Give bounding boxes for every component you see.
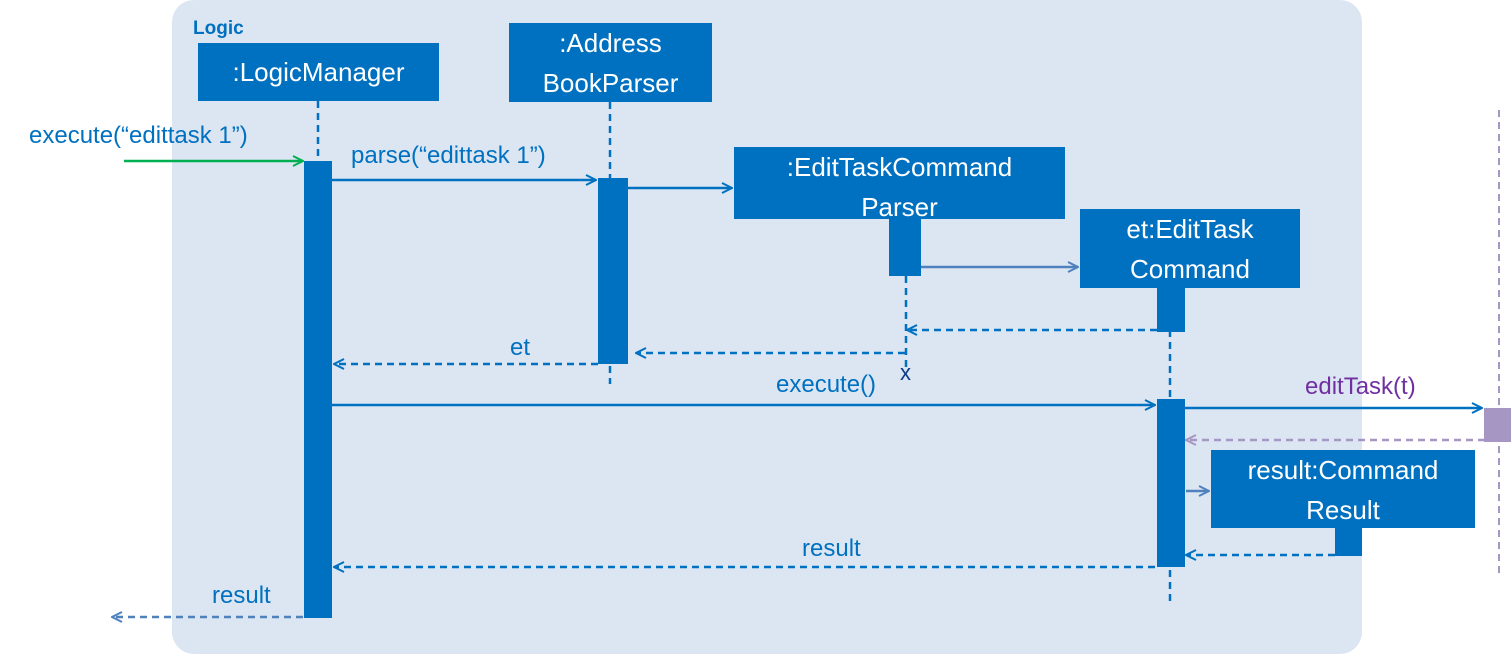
participant-label: et:EditTask [1126,214,1254,244]
message-return-et: et [510,334,531,361]
message-edit-task: editTask(t) [1305,373,1416,400]
message-execute-call: execute() [776,371,877,398]
participant-logic-manager: :LogicManager [198,43,439,101]
activation-command-result [1335,526,1362,556]
activation-edit-task-command [1157,399,1185,567]
participant-label: Command [1130,254,1250,284]
activation-edit-task-command-parser [889,218,921,276]
participant-label: Result [1306,495,1380,525]
participant-label: :Address [559,28,662,58]
participant-label: BookParser [542,68,679,98]
participant-label: :LogicManager [232,57,405,87]
participant-edit-task-command: et:EditTask Command [1080,209,1300,288]
participant-address-book-parser: :Address BookParser [509,23,712,102]
activation-address-book-parser [598,178,628,364]
participant-command-result: result:Command Result [1211,450,1475,528]
participant-label: result:Command [1247,455,1439,485]
destroy-mark: x [900,360,911,385]
message-return-result-outer: result [212,582,271,609]
logic-frame-label: Logic [193,18,244,39]
activation-edit-task-command-create [1157,286,1185,332]
activation-external [1484,408,1511,442]
activation-logic-manager [304,161,332,618]
message-parse: parse(“edittask 1”) [351,142,546,169]
participant-label: Parser [861,192,938,222]
message-execute-in: execute(“edittask 1”) [29,122,248,149]
message-return-result-inner: result [802,535,861,562]
participant-label: :EditTaskCommand [786,152,1013,182]
participant-edit-task-command-parser: :EditTaskCommand Parser [734,147,1065,222]
